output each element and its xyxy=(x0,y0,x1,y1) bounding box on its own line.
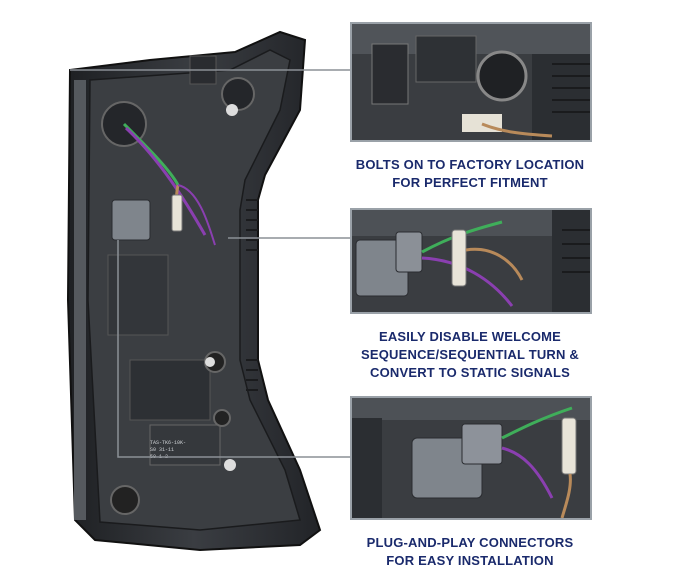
caption-bolts-line-2: FOR PERFECT FITMENT xyxy=(392,175,548,190)
detail-panel-connectors xyxy=(350,396,592,520)
caption-disable-welcome-line-2: SEQUENCE/SEQUENTIAL TURN & xyxy=(360,347,580,362)
caption-disable-welcome-line-1: EASILY DISABLE WELCOME xyxy=(378,329,562,344)
caption-disable-welcome: EASILY DISABLE WELCOME SEQUENCE/SEQUENTI… xyxy=(335,328,605,382)
housing-label-line-1: TAS-TK6-10K- xyxy=(150,440,187,446)
caption-plug-and-play: PLUG-AND-PLAY CONNECTORS FOR EASY INSTAL… xyxy=(335,534,605,570)
caption-bolts: BOLTS ON TO FACTORY LOCATION FOR PERFECT… xyxy=(335,156,605,192)
caption-bolts-line-1: BOLTS ON TO FACTORY LOCATION xyxy=(355,157,585,172)
caption-disable-welcome-line-3: CONVERT TO STATIC SIGNALS xyxy=(369,365,570,380)
housing-label: TAS-TK6-10K- S0 31-11 50 1-2 xyxy=(150,440,210,461)
detail-panel-wiring xyxy=(350,208,592,314)
housing-label-line-3: 50 1-2 xyxy=(150,454,169,460)
detail-panel-bolts xyxy=(350,22,592,142)
caption-plug-and-play-line-1: PLUG-AND-PLAY CONNECTORS xyxy=(366,535,574,550)
caption-plug-and-play-line-2: FOR EASY INSTALLATION xyxy=(386,553,554,568)
housing-label-line-2: S0 31-11 xyxy=(150,447,175,453)
